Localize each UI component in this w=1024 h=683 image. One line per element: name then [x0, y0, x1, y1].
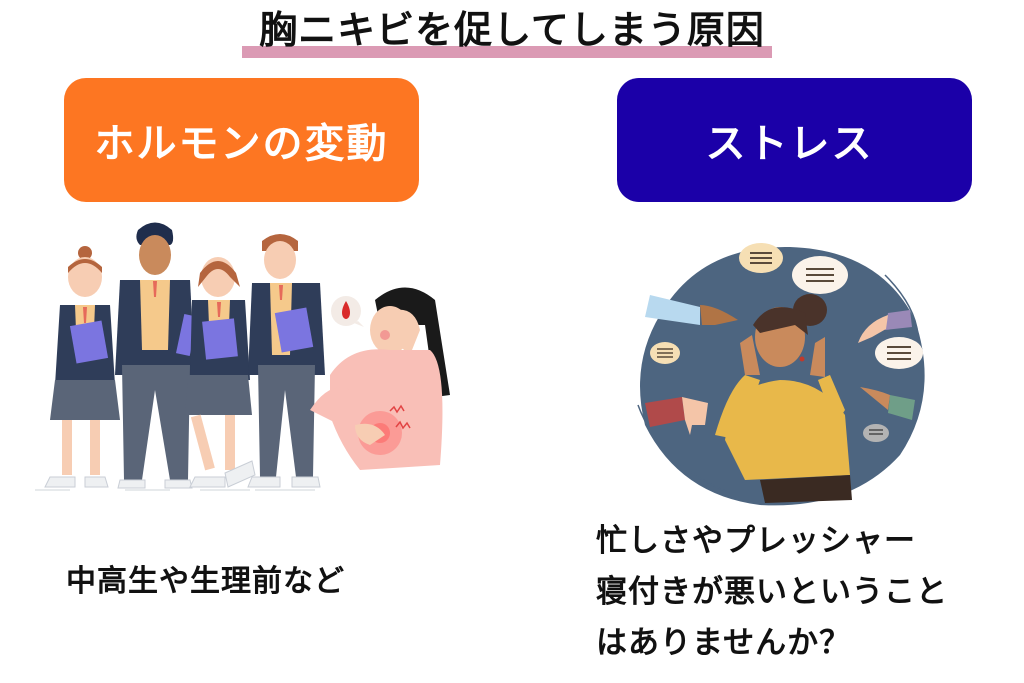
caption-line: 中高生や生理前など	[66, 564, 345, 599]
cause-stress-label: ストレス	[705, 121, 874, 167]
cause-hormone-label-box: ホルモンの変動	[64, 78, 419, 202]
students-and-period-pain-icon	[35, 222, 450, 491]
header: 胸ニキビを促してしまう原因	[0, 0, 1024, 70]
caption-line: はありませんか？	[596, 625, 852, 661]
cause-hormone-caption: 中高生や生理前など	[66, 556, 345, 600]
page-title: 胸ニキビを促してしまう原因	[259, 8, 765, 52]
cause-stress-caption: 忙しさやプレッシャー 寝付きが悪いということ はありませんか？	[596, 516, 948, 669]
cause-stress-label-box: ストレス	[617, 78, 972, 202]
stressed-woman-icon	[637, 243, 925, 506]
students-illustration	[30, 215, 460, 505]
cause-hormone-label: ホルモンの変動	[94, 121, 389, 167]
caption-line: 忙しさやプレッシャー	[596, 523, 916, 559]
title-underline	[242, 46, 772, 58]
caption-line: 寝付きが悪いということ	[596, 574, 948, 610]
stress-illustration	[620, 225, 940, 515]
